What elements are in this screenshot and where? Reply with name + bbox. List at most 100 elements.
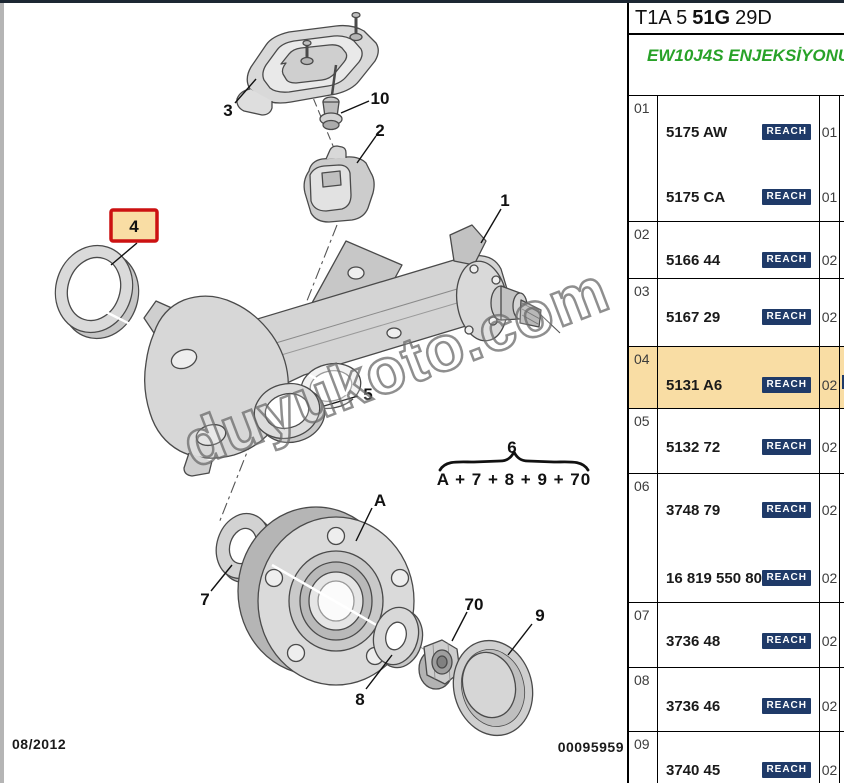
part-number[interactable]: 3736 46 (666, 697, 721, 715)
row-index: 03 (634, 283, 650, 299)
column-divider (819, 474, 820, 602)
part-number[interactable]: 3740 45 (666, 761, 721, 779)
column-divider (819, 409, 820, 473)
catalog-code: T1A 5 51G 29D (629, 3, 844, 35)
part-10-bolt (319, 64, 343, 131)
code-prefix: T1A 5 (635, 6, 688, 29)
reach-badge[interactable]: REACH (762, 570, 811, 586)
group-6-formula: 6 A + 7 + 8 + 9 + 70 (437, 438, 590, 489)
callout-5[interactable]: 5 (363, 385, 372, 404)
part-qty: 02 (821, 309, 838, 325)
callout-6[interactable]: 6 (507, 438, 516, 457)
column-divider (839, 409, 840, 473)
part-number[interactable]: 3736 48 (666, 632, 721, 650)
reach-badge[interactable]: REACH (762, 377, 811, 393)
column-divider (819, 222, 820, 278)
reach-badge[interactable]: REACH (762, 124, 811, 140)
reach-badge[interactable]: REACH (762, 439, 811, 455)
callout-2[interactable]: 2 (375, 121, 384, 140)
reach-badge[interactable]: REACH (762, 189, 811, 205)
column-divider (657, 279, 658, 346)
callout-4-highlight[interactable]: 4 (109, 208, 159, 243)
callout-9[interactable]: 9 (535, 606, 544, 625)
callout-a[interactable]: A (374, 491, 386, 510)
table-row-05[interactable]: 05 5132 72 REACH 02 (629, 409, 844, 474)
part-qty: 02 (821, 377, 838, 393)
part-number[interactable]: 5175 AW (666, 123, 728, 141)
callout-7[interactable]: 7 (200, 590, 209, 609)
part-9-cap (452, 639, 534, 737)
callout-3[interactable]: 3 (223, 101, 232, 120)
reach-badge[interactable]: REACH (762, 252, 811, 268)
drawing-number: 00095959 (557, 739, 624, 755)
column-divider (839, 222, 840, 278)
part-qty: 02 (821, 570, 838, 586)
column-divider (657, 222, 658, 278)
part-70-nut (418, 639, 461, 690)
part-2-mount (303, 145, 375, 223)
callout-70[interactable]: 70 (465, 595, 484, 614)
part-1-axle-arm (143, 224, 542, 477)
leader-lines (110, 78, 533, 690)
part-number[interactable]: 5167 29 (666, 308, 721, 326)
table-row-04[interactable]: 04 5131 A6 REACH 02 (629, 347, 844, 409)
table-row-03[interactable]: 03 5167 29 REACH 02 (629, 279, 844, 347)
part-line: 5175 CA REACH (658, 187, 815, 207)
row-index: 06 (634, 478, 650, 494)
row-index: 05 (634, 413, 650, 429)
part-3-bracket (236, 11, 379, 116)
table-row-08[interactable]: 08 3736 46 REACH 02 (629, 668, 844, 732)
part-number[interactable]: 5132 72 (666, 438, 721, 456)
code-suffix: 29D (735, 6, 772, 29)
part-qty: 02 (821, 698, 838, 714)
part-number[interactable]: 16 819 550 80 (666, 569, 762, 587)
reach-badge[interactable]: REACH (762, 633, 811, 649)
rear-axle-exploded-diagram: 3 10 2 1 5 7 A 8 70 9 4 6 A + 7 + 8 + 9 … (54, 11, 590, 737)
clipped-badge-fragment (842, 375, 844, 389)
column-divider (819, 96, 820, 221)
part-qty: 02 (821, 502, 838, 518)
engine-variant-row: EW10J4S ENJEKSİYONU (629, 35, 844, 96)
exploded-diagram-panel: 3 10 2 1 5 7 A 8 70 9 4 6 A + 7 + 8 + 9 … (0, 3, 625, 783)
reach-badge[interactable]: REACH (762, 502, 811, 518)
part-number[interactable]: 5131 A6 (666, 376, 723, 394)
part-line: 5132 72 REACH (658, 437, 815, 457)
callout-10[interactable]: 10 (371, 89, 390, 108)
reach-badge[interactable]: REACH (762, 698, 811, 714)
part-line: 5131 A6 REACH (658, 375, 815, 395)
column-divider (657, 603, 658, 667)
row-index: 07 (634, 607, 650, 623)
part-5-bushing (253, 382, 326, 444)
brace (438, 450, 590, 472)
column-divider (657, 347, 658, 408)
column-divider (839, 96, 840, 221)
column-divider (819, 603, 820, 667)
top-border-bar (0, 0, 844, 3)
column-divider (819, 347, 820, 408)
row-index: 09 (634, 736, 650, 752)
part-qty: 02 (821, 439, 838, 455)
engine-variant-label: EW10J4S ENJEKSİYONU (647, 46, 844, 65)
column-divider (657, 409, 658, 473)
part-number[interactable]: 3748 79 (666, 501, 721, 519)
column-divider (839, 668, 840, 731)
row-index: 08 (634, 672, 650, 688)
row-index: 04 (634, 351, 650, 367)
column-divider (819, 279, 820, 346)
column-divider (657, 474, 658, 602)
reach-badge[interactable]: REACH (762, 762, 811, 778)
callout-1[interactable]: 1 (500, 191, 509, 210)
callout-8[interactable]: 8 (355, 690, 364, 709)
reach-badge[interactable]: REACH (762, 309, 811, 325)
part-line: 3740 45 REACH (658, 760, 815, 780)
part-number[interactable]: 5175 CA (666, 188, 726, 206)
code-figure: 51G (692, 6, 731, 29)
revision-date: 08/2012 (12, 736, 67, 752)
part-number[interactable]: 5166 44 (666, 251, 721, 269)
